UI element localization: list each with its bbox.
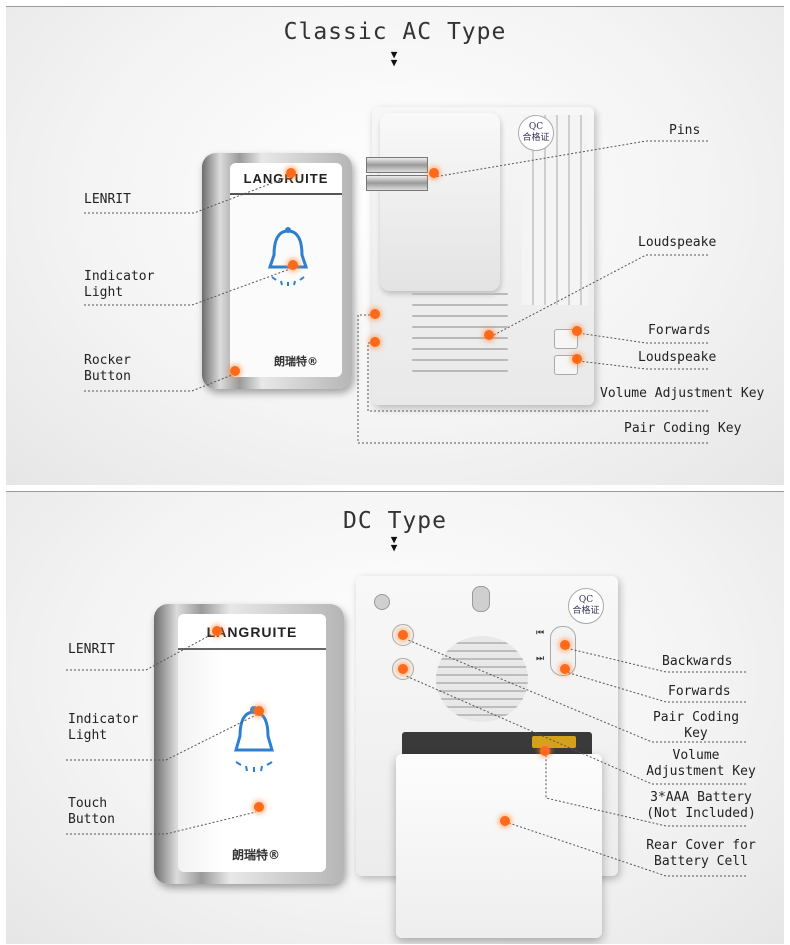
dc-label-battery-2: (Not Included) [646, 806, 756, 821]
dc-title: DC Type [343, 508, 447, 534]
ac-label-pair-coding-key: Pair Coding Key [624, 421, 742, 436]
ac-loudspeaker-dot [484, 330, 494, 340]
dc-label-volume-1: Volume [672, 748, 720, 763]
dc-lenrit-dot [212, 626, 222, 636]
dc-leader-lines [66, 631, 746, 877]
dc-transmitter-face: LANGRUITE 朗瑞特® [178, 614, 326, 872]
dc-label-indicator-1: Indicator [68, 712, 139, 727]
ac-loudspeaker-key-dot [572, 354, 582, 364]
dc-pair-dot [398, 630, 408, 640]
ac-down-arrow-icon: ▼▼ [390, 48, 398, 69]
dc-label-backwards: Backwards [662, 654, 733, 669]
dc-label-battery-1: 3*AAA Battery [650, 790, 752, 805]
dc-volume-dot [398, 664, 408, 674]
ac-pin-top [366, 157, 428, 173]
dc-label-touch-1: Touch [68, 796, 108, 811]
ac-label-rocker-1: Rocker [84, 353, 131, 368]
ac-rocker-dot [230, 366, 240, 376]
dc-label-rear-2: Battery Cell [654, 854, 748, 869]
ac-pins-dot [429, 168, 439, 178]
ac-transmitter-face: LANGRUITE 朗瑞特® [230, 163, 342, 377]
dc-label-forwards: Forwards [668, 684, 731, 699]
dc-label-rear-1: Rear Cover for [646, 838, 756, 853]
dc-touch-dot [254, 802, 264, 812]
dc-hang-slot [472, 586, 490, 612]
dc-backwards-icon: ⏮ [536, 628, 545, 638]
ac-plug-housing [380, 113, 500, 291]
dc-down-arrow-icon: ▼▼ [390, 533, 398, 554]
dc-speaker-grille [436, 636, 528, 722]
dc-rear-cover-dot [500, 816, 510, 826]
ac-pin-bottom [366, 175, 428, 191]
ac-pair-dot [370, 309, 380, 319]
ac-label-loudspeaker: Loudspeake [638, 235, 717, 250]
ac-title: Classic AC Type [283, 19, 507, 45]
dc-label-indicator-2: Light [68, 728, 108, 743]
dc-label-volume-2: Adjustment Key [646, 764, 756, 779]
ac-label-forwards: Forwards [648, 323, 711, 338]
ac-brand-cn: 朗瑞特® [274, 355, 318, 368]
ac-label-lenrit: LENRIT [84, 192, 131, 207]
dc-indicator-dot [254, 706, 264, 716]
ac-label-pins: Pins [669, 123, 701, 138]
ac-leader-lines [84, 140, 708, 444]
ac-brand-logo: LANGRUITE [243, 171, 329, 186]
dc-label-pair-1: Pair Coding [652, 710, 740, 725]
dc-forwards-dot [560, 664, 570, 674]
ac-label-indicator-1: Indicator [84, 269, 155, 284]
dc-transmitter: LANGRUITE 朗瑞特® [154, 604, 344, 884]
ac-forwards-dot [572, 326, 582, 336]
ac-label-rocker-2: Button [84, 369, 131, 384]
ac-label-indicator-2: Light [84, 285, 124, 300]
ac-lenrit-dot [286, 168, 296, 178]
dc-brand-logo: LANGRUITE [206, 624, 298, 640]
dc-label-pair-2: Key [684, 726, 708, 741]
dc-label-touch-2: Button [68, 812, 115, 827]
ac-indicator-dot [288, 260, 298, 270]
dc-forwards-icon: ⏭ [536, 654, 545, 664]
ac-transmitter: LANGRUITE 朗瑞特® [202, 153, 352, 389]
dc-mount-hole [374, 594, 390, 610]
ac-volume-dot [370, 337, 380, 347]
dc-rear-cover [396, 754, 602, 938]
ac-speaker-grille [412, 293, 508, 381]
ac-label-loudspeaker-key: Loudspeake [638, 350, 717, 365]
dc-battery-dot [540, 746, 550, 756]
classic-ac-panel: Classic AC Type ▼▼ LANGRUITE 朗瑞特® [6, 6, 784, 485]
dc-battery-icon [532, 736, 576, 748]
dc-backwards-dot [560, 640, 570, 650]
dc-brand-cn: 朗瑞特® [232, 848, 281, 862]
dc-label-lenrit: LENRIT [68, 642, 115, 657]
ac-label-volume-key: Volume Adjustment Key [600, 386, 765, 401]
